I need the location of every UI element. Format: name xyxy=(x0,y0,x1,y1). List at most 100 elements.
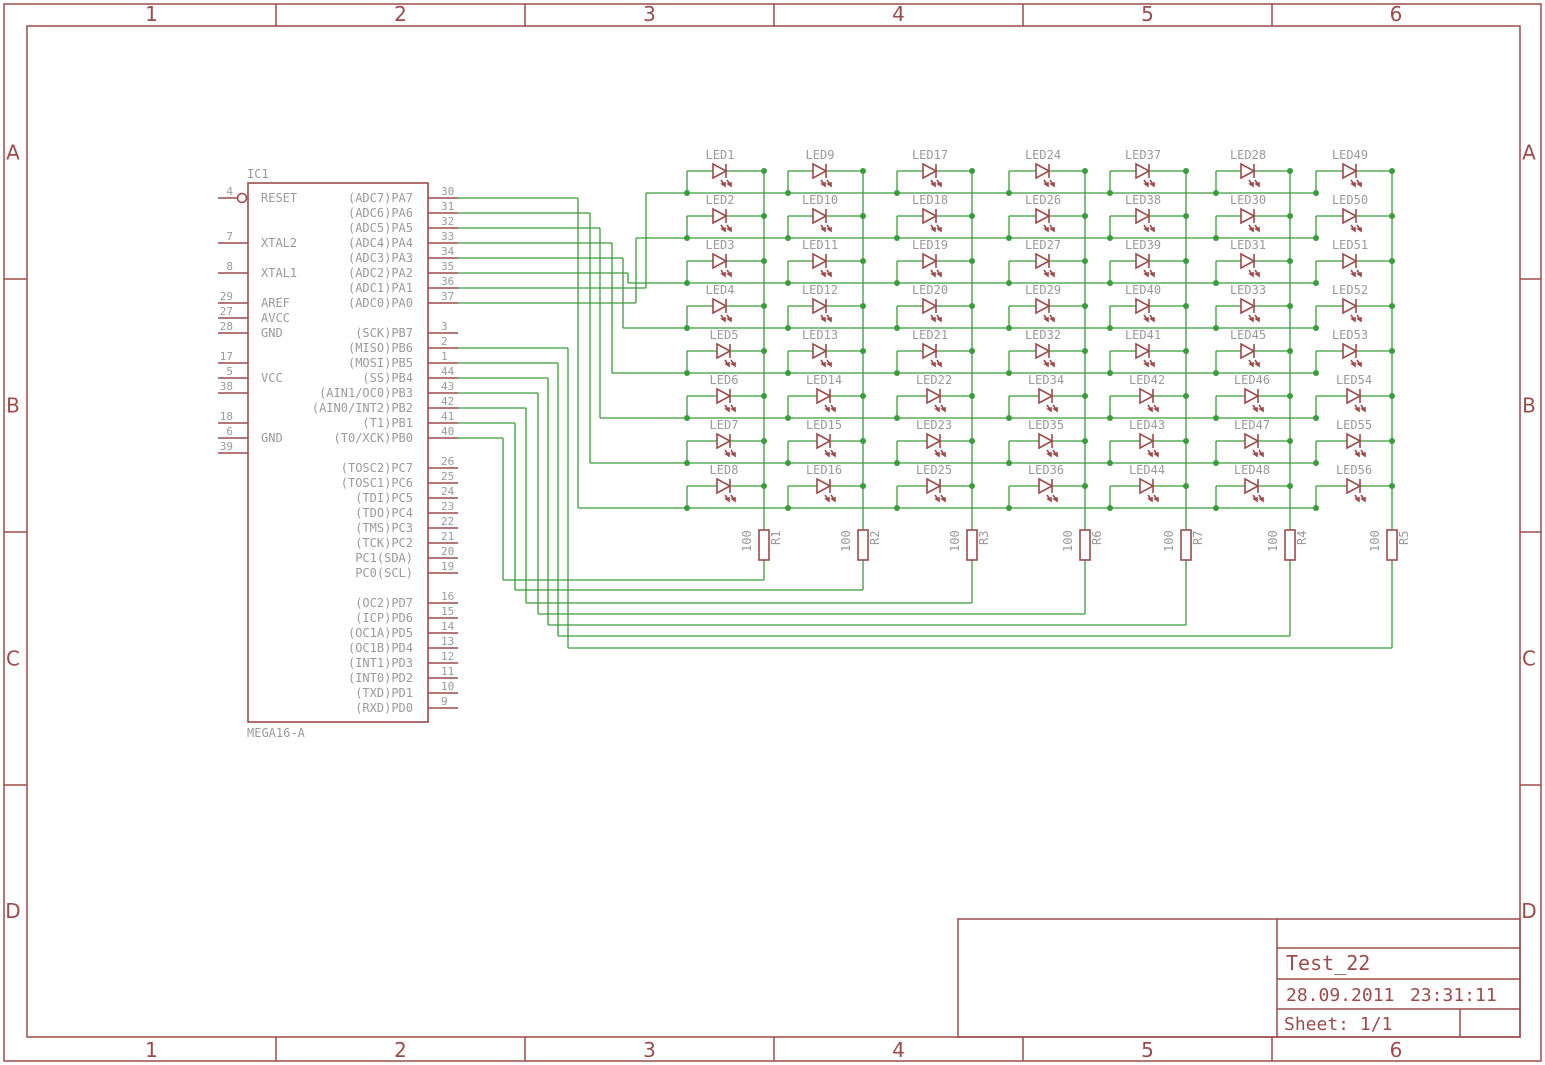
frame-column-label: 6 xyxy=(1390,2,1403,26)
led: LED54 xyxy=(1336,373,1372,413)
frame-column-label: 6 xyxy=(1390,1038,1403,1062)
diode-triangle xyxy=(716,477,732,495)
led: LED3 xyxy=(706,238,734,278)
led: LED1 xyxy=(706,148,734,188)
arrow-head xyxy=(1258,496,1264,503)
arrow-head xyxy=(720,271,726,278)
ic-right-pin: 26(TOSC2)PC7 xyxy=(341,455,458,475)
led: LED11 xyxy=(802,238,838,278)
resistor-name: R2 xyxy=(868,531,882,545)
diode-triangle xyxy=(716,432,732,450)
led: LED31 xyxy=(1230,238,1266,278)
arrow-head xyxy=(936,181,942,188)
diode-triangle xyxy=(1342,207,1358,225)
led-label: LED7 xyxy=(710,418,739,432)
ic-right-pin: 1(MOSI)PB5 xyxy=(348,350,458,370)
led-label: LED10 xyxy=(802,193,838,207)
pin-name: PC1(SDA) xyxy=(355,551,413,565)
arrow-head xyxy=(724,361,730,368)
led: LED24 xyxy=(1025,148,1061,188)
led-label: LED12 xyxy=(802,283,838,297)
led-label: LED38 xyxy=(1125,193,1161,207)
led-label: LED13 xyxy=(802,328,838,342)
led: LED23 xyxy=(916,418,952,458)
arrow-head xyxy=(1043,271,1049,278)
arrow-head xyxy=(826,181,832,188)
led: LED27 xyxy=(1025,238,1061,278)
arrow-head xyxy=(820,226,826,233)
ic-right-pin: 9(RXD)PD0 xyxy=(355,695,458,715)
diode-triangle xyxy=(1346,387,1362,405)
pin-name: (ICP)PD6 xyxy=(355,611,413,625)
arrow-head xyxy=(1254,226,1260,233)
resistor-name: R1 xyxy=(769,531,783,545)
diode-triangle xyxy=(1240,162,1256,180)
led-label: LED6 xyxy=(710,373,739,387)
pin-number: 23 xyxy=(441,500,454,513)
pin-number: 21 xyxy=(441,530,454,543)
diode-triangle xyxy=(1240,297,1256,315)
pin-name: (SS)PB4 xyxy=(362,371,413,385)
pin-name: (ADC3)PA3 xyxy=(348,251,413,265)
led: LED28 xyxy=(1230,148,1266,188)
diode-triangle xyxy=(1135,297,1151,315)
arrow-head xyxy=(1043,361,1049,368)
resistor-value: 100 xyxy=(1061,530,1075,552)
arrow-head xyxy=(826,361,832,368)
led: LED34 xyxy=(1028,373,1064,413)
pin-number: 26 xyxy=(441,455,454,468)
diode-triangle xyxy=(816,387,832,405)
ic-right-pin: 35 (ADC2)PA2 xyxy=(348,260,458,280)
title-block: Test_22 28.09.2011 23:31:11 Sheet: 1/1 xyxy=(957,918,1521,1038)
led: LED42 xyxy=(1129,373,1165,413)
arrow-head xyxy=(1143,226,1149,233)
led-label: LED5 xyxy=(710,328,739,342)
led-label: LED33 xyxy=(1230,283,1266,297)
arrow-head xyxy=(730,361,736,368)
pin-name: (TDO)PC4 xyxy=(355,506,413,520)
arrow-head xyxy=(720,226,726,233)
pin-number: 10 xyxy=(441,680,454,693)
led: LED21 xyxy=(912,328,948,368)
led: LED30 xyxy=(1230,193,1266,233)
led-label: LED17 xyxy=(912,148,948,162)
arrow-head xyxy=(730,496,736,503)
pin-name: AREF xyxy=(261,296,290,310)
arrow-head xyxy=(1258,406,1264,413)
resistor-value: 100 xyxy=(1266,530,1280,552)
frame-row-label: C xyxy=(1522,647,1536,671)
pin-number: 33 xyxy=(441,230,454,243)
led-label: LED41 xyxy=(1125,328,1161,342)
pin-number: 36 xyxy=(441,275,454,288)
led-label: LED45 xyxy=(1230,328,1266,342)
led-label: LED22 xyxy=(916,373,952,387)
led: LED12 xyxy=(802,283,838,323)
diode-triangle xyxy=(1342,162,1358,180)
arrow-head xyxy=(1356,226,1362,233)
pin-name: (TDI)PC5 xyxy=(355,491,413,505)
led: LED2 xyxy=(706,193,734,233)
led-label: LED36 xyxy=(1028,463,1064,477)
pin-name: (OC1B)PD4 xyxy=(348,641,413,655)
ic-right-pin: 42(AIN0/INT2)PB2 xyxy=(312,395,458,415)
diode-triangle xyxy=(1035,342,1051,360)
diode-triangle xyxy=(1240,252,1256,270)
resistor-body xyxy=(1180,529,1192,561)
led-label: LED23 xyxy=(916,418,952,432)
diode-triangle xyxy=(812,297,828,315)
arrow-head xyxy=(826,226,832,233)
arrow-head xyxy=(1252,406,1258,413)
diode-triangle xyxy=(1244,387,1260,405)
pin-number: 35 xyxy=(441,260,454,273)
arrow-head xyxy=(820,181,826,188)
pin-number: 12 xyxy=(441,650,454,663)
ic-right-pin: 36(ADC1)PA1 xyxy=(348,275,458,295)
arrow-head xyxy=(1354,406,1360,413)
pin-name: (ADC2)PA2 xyxy=(348,266,413,280)
led: LED25 xyxy=(916,463,952,503)
resistor-body xyxy=(1079,529,1091,561)
led-label: LED9 xyxy=(806,148,835,162)
